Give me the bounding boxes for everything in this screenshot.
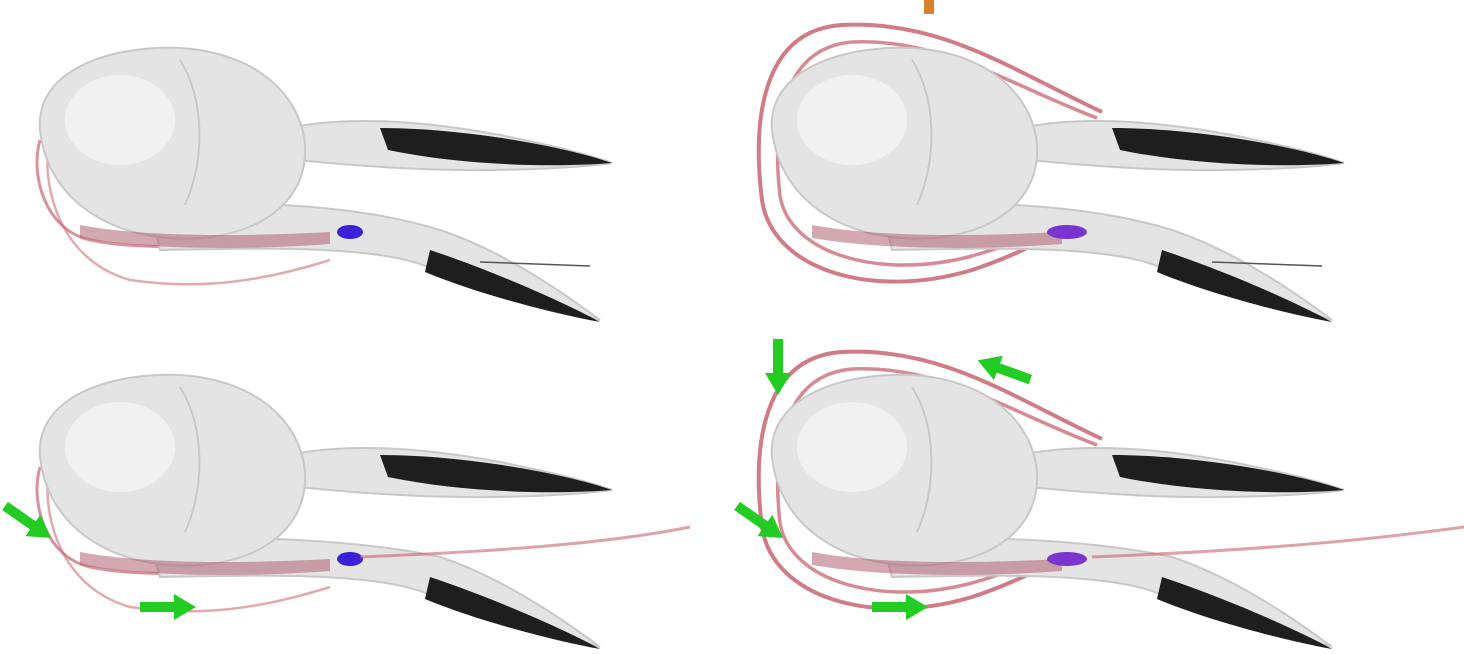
lower-beak-tip: [1157, 250, 1332, 322]
tongue-marker: [337, 552, 363, 566]
cranium-highlight: [65, 402, 175, 492]
arrow-forward-under-jaw: [140, 594, 196, 620]
cranium-highlight: [65, 75, 175, 165]
lower-beak-tip: [425, 250, 600, 322]
cranium-highlight: [797, 75, 907, 165]
arrow-down-behind-skull: [765, 339, 791, 395]
arrow-rear-diagonal: [0, 495, 58, 548]
tongue-marker: [1047, 225, 1087, 239]
panel-long-hyoid-retracted: [732, 0, 1464, 327]
tongue-marker: [337, 225, 363, 239]
lower-beak-tip: [425, 577, 600, 649]
tongue-marker: [1047, 552, 1087, 566]
panel-long-hyoid-protruded: [732, 327, 1464, 654]
arrow-forward-under-jaw: [872, 594, 928, 620]
panel-short-hyoid-protruded: [0, 327, 732, 654]
lower-beak-tip: [1157, 577, 1332, 649]
arrow-back-over-crown: [973, 348, 1035, 392]
cranium-highlight: [797, 402, 907, 492]
panel-short-hyoid-retracted: [0, 0, 732, 327]
